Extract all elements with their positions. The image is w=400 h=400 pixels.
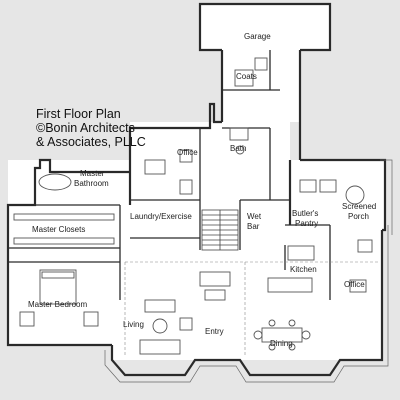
room-label-coats: Coats [236, 72, 257, 81]
room-label-kitchen: Kitchen [290, 265, 317, 274]
room-label-office-north: Office [177, 148, 198, 157]
room-label-master-bedroom: Master Bedroom [28, 300, 88, 309]
plan-copyright: ©Bonin Architects [36, 121, 135, 135]
room-label-garage: Garage [244, 32, 271, 41]
room-label-bath: Bath [230, 144, 247, 153]
room-label-butlers-pantry-line1: Butler's [292, 209, 319, 218]
room-label-dining: Dining [270, 339, 293, 348]
room-label-living: Living [123, 320, 144, 329]
room-label-wet-bar-line1: Wet [247, 212, 262, 221]
room-label-screened-porch-line1: Screened [342, 202, 377, 211]
room-label-master-bathroom-line2: Bathroom [74, 179, 109, 188]
room-label-master-bathroom-line1: Master [80, 169, 105, 178]
building-fill [8, 4, 385, 360]
room-label-master-closets: Master Closets [32, 225, 86, 234]
room-label-laundry-exercise: Laundry/Exercise [130, 212, 192, 221]
room-label-entry: Entry [205, 327, 224, 336]
room-label-office-east: Office [344, 280, 365, 289]
staircase [201, 209, 239, 251]
exterior-walls [6, 2, 387, 377]
plan-title: First Floor Plan [36, 107, 121, 121]
room-label-wet-bar-line2: Bar [247, 222, 260, 231]
room-label-screened-porch-line2: Porch [348, 212, 369, 221]
plan-copyright-firm: & Associates, PLLC [36, 135, 146, 149]
porch-railing [104, 159, 393, 383]
plan-title-block: First Floor Plan ©Bonin Architects & Ass… [36, 107, 146, 149]
furniture [13, 57, 373, 355]
interior-walls [8, 50, 331, 300]
room-label-butlers-pantry-line2: Pantry [295, 219, 319, 228]
ceiling-lines [124, 261, 380, 355]
